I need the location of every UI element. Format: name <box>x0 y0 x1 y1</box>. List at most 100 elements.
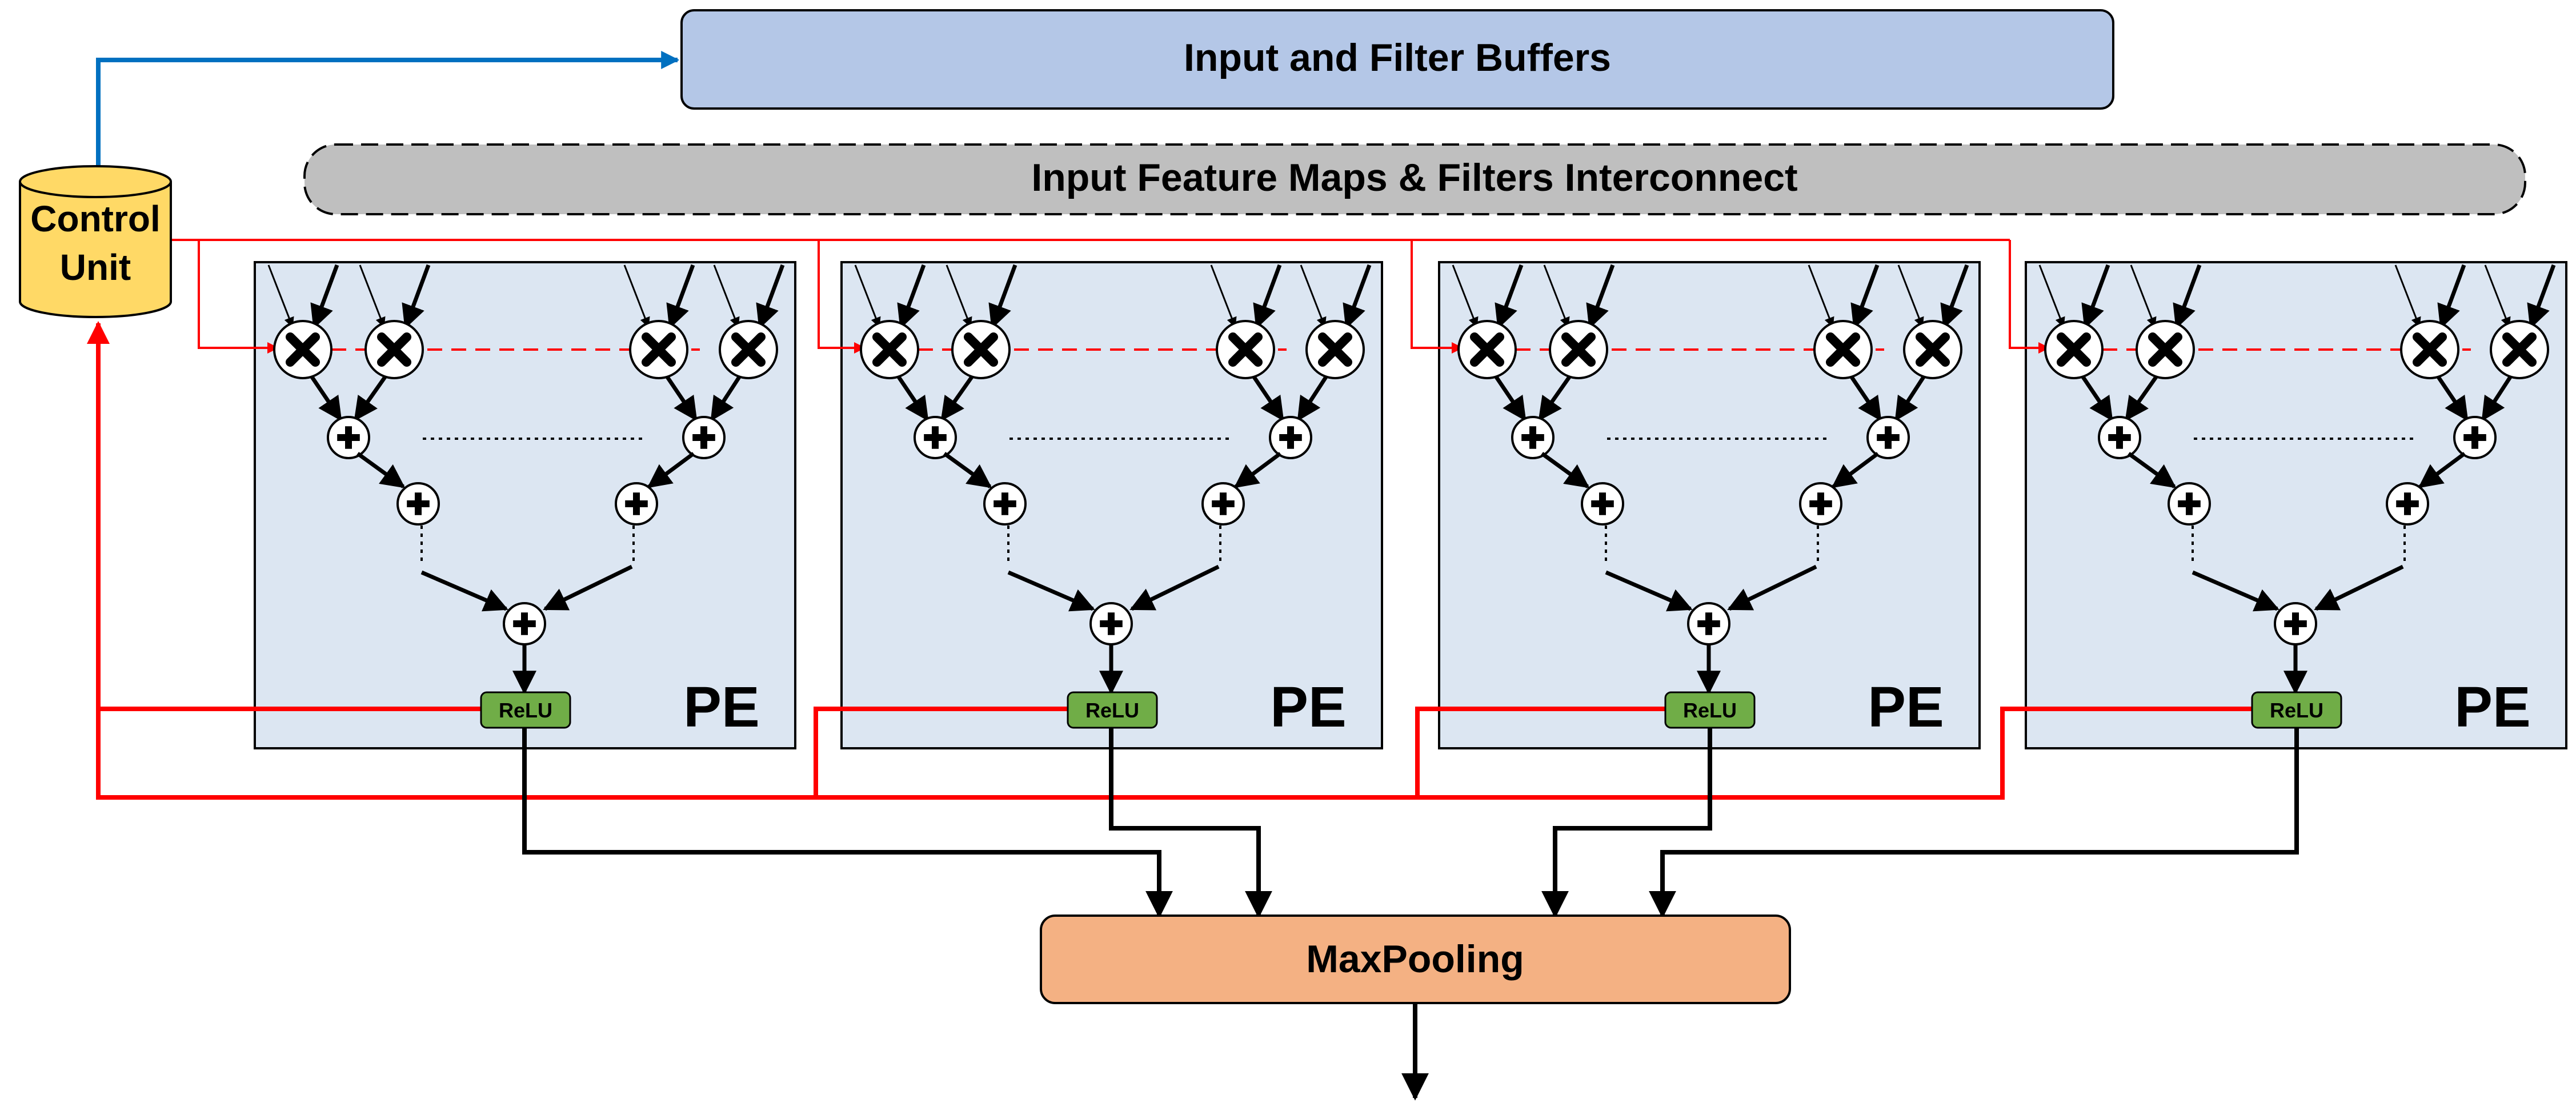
adder-tree-wire <box>2314 564 2404 611</box>
pe-output-wire-4 <box>1649 728 2299 919</box>
adder-tree-wire <box>647 452 695 488</box>
plus-icon <box>1212 492 1235 515</box>
mult-input-arrow <box>1300 264 1327 328</box>
adder-tree-wire <box>2127 452 2177 488</box>
mult-input-arrow <box>310 264 339 329</box>
pe-control-wire <box>2009 240 2050 354</box>
multiply-icon <box>1826 332 1860 367</box>
mult-input-arrow <box>946 264 972 328</box>
interconnect-box <box>303 143 2526 215</box>
plus-icon <box>692 426 715 449</box>
multiply-icon <box>872 332 907 367</box>
mult-input-arrow <box>359 264 386 328</box>
plus-icon <box>337 426 360 449</box>
plus-icon <box>1809 492 1832 515</box>
mult-input-arrow <box>1850 264 1880 329</box>
adder-tree-wire <box>1252 376 1284 422</box>
plus-icon <box>2463 426 2486 449</box>
plus-icon <box>2108 426 2131 449</box>
adder-tree-wire <box>420 570 508 612</box>
control-unit: Control Unit <box>19 165 172 318</box>
mult-input-arrow <box>1343 264 1372 329</box>
adder-tree-wire <box>1297 376 1328 422</box>
multiply-icon <box>1228 332 1263 367</box>
mult-input-arrow <box>2394 264 2421 328</box>
mult-input-arrow <box>666 264 695 329</box>
relu-label: ReLU <box>499 699 552 722</box>
pe-backgrounds <box>254 261 2567 749</box>
adder-tree-wire <box>1495 376 1527 422</box>
output-wires <box>522 728 2299 919</box>
pe-output-wire-2 <box>1109 728 1272 919</box>
adder-tree-wire <box>943 452 992 488</box>
plus-icon <box>513 612 536 635</box>
mult-input-arrow <box>897 264 926 329</box>
mult-input-arrow <box>2130 264 2157 328</box>
pe-label: PE <box>1868 675 1944 739</box>
mult-input-arrow <box>1452 264 1479 328</box>
adder-tree-wire <box>2418 452 2466 488</box>
plus-icon <box>1100 612 1123 635</box>
adder-tree-wire <box>1538 375 1571 422</box>
relu-feedback-wire <box>1415 707 1665 797</box>
plus-icon <box>1279 426 1302 449</box>
plus-icon <box>2284 612 2307 635</box>
mult-input-arrow <box>2484 264 2511 328</box>
adder-tree-wire <box>710 376 741 422</box>
mult-input-arrow <box>1253 264 1282 329</box>
mult-input-arrow <box>1210 264 1237 328</box>
mult-input-arrow <box>2173 264 2202 329</box>
plus-icon <box>1591 492 1614 515</box>
adder-tree-wire <box>2437 376 2469 422</box>
multiply-icon <box>2502 332 2537 367</box>
adder-tree-wire <box>940 375 973 422</box>
plus-icon <box>2396 492 2419 515</box>
pe-output-wire-3 <box>1541 728 1712 919</box>
mult-input-arrow <box>1586 264 1615 329</box>
mult-input-arrow <box>2527 264 2556 329</box>
mult-input-arrow <box>1543 264 1570 328</box>
mult-input-arrow <box>854 264 881 328</box>
control-unit-label-line1: Control <box>30 198 161 239</box>
pe-control-wire <box>198 240 279 354</box>
mult-input-arrow <box>2038 264 2065 328</box>
mult-input-arrow <box>1897 264 1924 328</box>
multiply-icon <box>2057 332 2091 367</box>
mult-input-arrow <box>267 264 294 328</box>
multiply-icon <box>1916 332 1950 367</box>
adder-tree-wire <box>2481 376 2512 422</box>
pe-control-wire <box>1411 240 1463 354</box>
processing-element-3: ReLU PE <box>1452 264 1969 739</box>
adder-tree-wire <box>1605 570 1693 612</box>
relu-label: ReLU <box>1085 699 1139 722</box>
adder-tree-wire <box>897 376 929 422</box>
multiply-icon <box>286 332 320 367</box>
maxpooling-label: MaxPooling <box>1306 937 1524 981</box>
control-unit-body <box>19 182 172 318</box>
plus-icon <box>1697 612 1720 635</box>
adder-tree-wire <box>2125 375 2158 422</box>
multiply-icon <box>1470 332 1504 367</box>
multiply-icon <box>1561 332 1596 367</box>
input-filter-buffers-box <box>680 9 2114 110</box>
mult-input-arrow <box>713 264 740 328</box>
multiply-icon <box>2413 332 2447 367</box>
mult-input-arrow <box>988 264 1017 329</box>
pe-control-wire <box>818 240 866 354</box>
multiply-icon <box>1318 332 1352 367</box>
adder-tree-wire <box>543 564 633 611</box>
input-filter-buffers-label: Input and Filter Buffers <box>1184 36 1611 79</box>
relu-feedback-wire <box>814 707 1068 797</box>
mult-input-arrow <box>402 264 431 329</box>
adder-tree-wire <box>2192 570 2279 612</box>
relu-label: ReLU <box>1683 699 1737 722</box>
multiply-icon <box>377 332 411 367</box>
pe-output-wire-1 <box>522 728 1173 919</box>
adder-tree-wire <box>356 452 406 488</box>
multiply-icon <box>2148 332 2182 367</box>
mult-input-arrow <box>756 264 785 329</box>
mult-input-arrow <box>2437 264 2466 329</box>
adder-tree-wire <box>1007 570 1095 612</box>
